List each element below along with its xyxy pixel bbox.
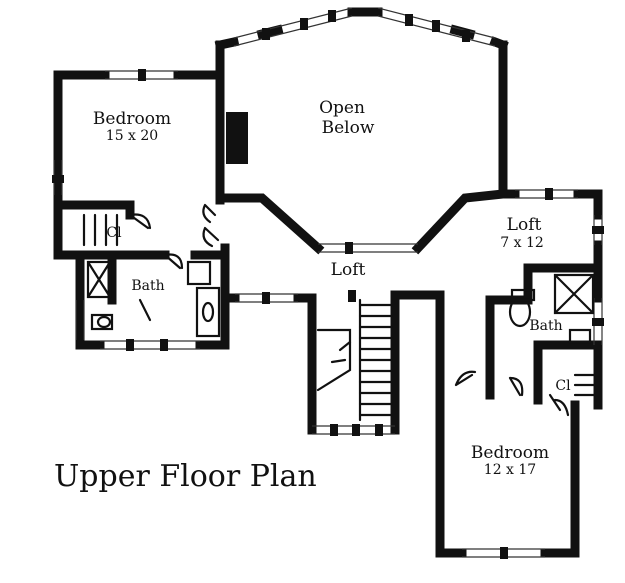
bath-e-label: Bath xyxy=(529,318,562,334)
loft-main-label: Loft xyxy=(331,260,366,280)
loft-e-size: 7 x 12 xyxy=(500,235,544,251)
loft-e-name: Loft xyxy=(507,215,542,235)
closet-w-label: Cl xyxy=(106,225,122,241)
open-below-line1: Open xyxy=(319,98,365,118)
bedroom-se-name: Bedroom xyxy=(471,443,549,463)
closet-e-label: Cl xyxy=(555,378,571,394)
interior-walls xyxy=(53,200,603,405)
window-posts xyxy=(52,10,604,559)
open-below-line2: Below xyxy=(322,118,375,138)
chimney xyxy=(226,112,248,164)
fixtures xyxy=(82,213,597,422)
bedroom-nw-name: Bedroom xyxy=(93,109,171,129)
plan-title: Upper Floor Plan xyxy=(54,459,317,494)
bedroom-nw-size: 15 x 20 xyxy=(106,128,158,144)
bedroom-se-size: 12 x 17 xyxy=(484,462,536,478)
bath-w-label: Bath xyxy=(131,278,164,294)
doors xyxy=(128,203,570,417)
room-labels: Bedroom 15 x 20 Open Below Cl Bath Loft … xyxy=(93,98,571,478)
